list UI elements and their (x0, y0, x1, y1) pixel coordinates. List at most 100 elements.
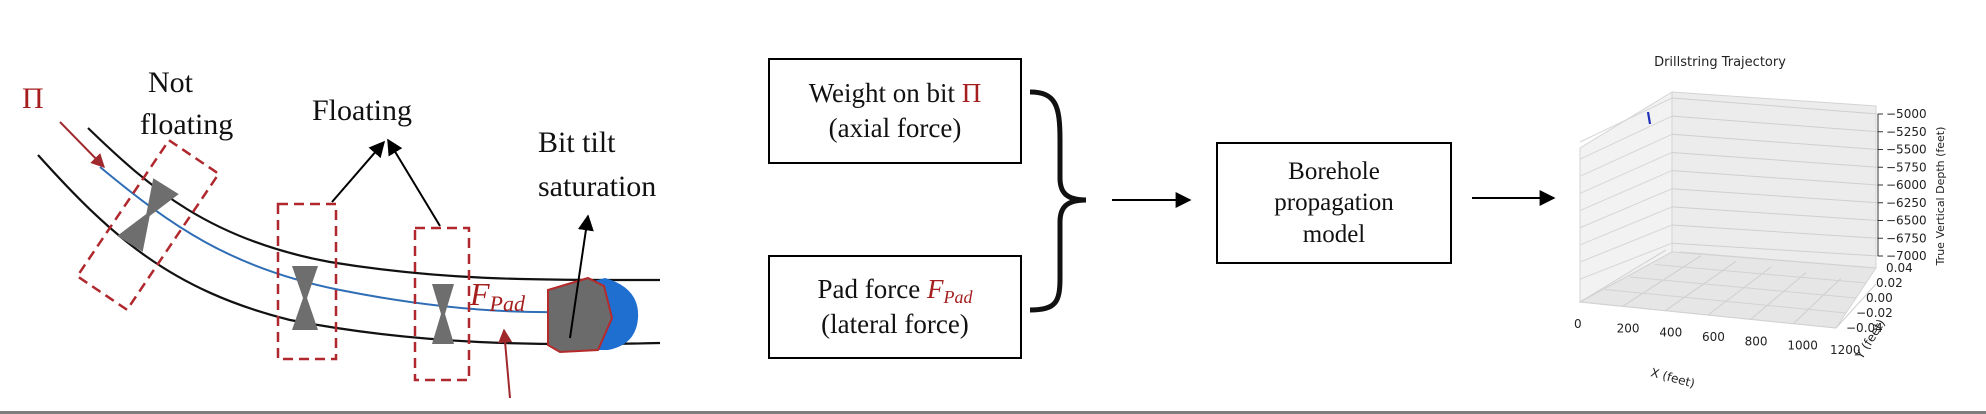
f-pad-label: FPad (469, 276, 526, 316)
z-tick-label: −6000 (1886, 178, 1927, 192)
bit-tilt-label-line1: Bit tilt (538, 126, 616, 159)
pad-sub-symbol: Pad (943, 286, 973, 307)
x-gridline (1792, 277, 1842, 325)
y-tick-label: 0.04 (1886, 261, 1913, 275)
z-gridline (1671, 151, 1879, 168)
z-gridline-side (1579, 151, 1673, 194)
y-gridline (1654, 264, 1867, 284)
wob-line1: Weight on bit Π (809, 76, 982, 111)
model-line2: propagation (1274, 189, 1394, 217)
stabilizer-floating-2 (432, 284, 454, 344)
model-line3: model (1302, 220, 1366, 248)
pad-f-symbol: F (926, 273, 944, 304)
not-floating-label-line2: floating (140, 108, 233, 141)
not-floating-box (75, 138, 221, 312)
z-gridline (1671, 115, 1879, 133)
z-gridline (1671, 224, 1879, 239)
borehole-model-box: Borehole propagation model (1216, 142, 1452, 264)
bit-tilt-label-line2: saturation (538, 170, 656, 203)
z-tick-label: −6250 (1886, 196, 1927, 210)
plot-title: Drillstring Trajectory (1654, 55, 1786, 70)
x-axis-label: X (feet) (1649, 365, 1696, 390)
x-gridline (1707, 266, 1772, 316)
flow-connectors (1029, 89, 1556, 313)
pad-text: Pad force (817, 273, 927, 304)
floating-box-2 (413, 226, 471, 382)
curly-brace (1029, 89, 1087, 313)
y-tick-label: −0.02 (1856, 306, 1893, 320)
x-tick-label: 1000 (1787, 339, 1818, 353)
x-gridline (1579, 249, 1667, 303)
z-axis-ticks: −5000 −5250 −5500 −5750 −6000 −6250 −6500 −6750… (1877, 107, 1927, 263)
model-line1: Borehole (1288, 158, 1380, 186)
drillstring-axis (99, 166, 561, 314)
pi-symbol-label: Π (22, 82, 44, 115)
borehole-wall-upper (87, 127, 661, 282)
y-gridline (1579, 301, 1837, 329)
y-gridline (1679, 251, 1877, 269)
wob-line2: (axial force) (828, 113, 962, 143)
y-tick-label: 0.00 (1866, 291, 1893, 305)
z-gridline-side (1579, 97, 1673, 143)
x-tick-label: 600 (1702, 330, 1725, 344)
trajectory-line (1646, 111, 1652, 125)
floating-arrow-1 (331, 140, 386, 203)
floating-arrow-2 (387, 138, 441, 227)
y-tick-label: 0.02 (1876, 276, 1903, 290)
pad-force-arrow (498, 328, 513, 399)
stabilizer-not-floating (117, 178, 179, 252)
x-tick-label: 200 (1617, 321, 1640, 335)
y-tick-label: −0.04 (1846, 321, 1883, 335)
z-gridline-side (1579, 133, 1673, 177)
z-gridline (1671, 97, 1879, 115)
z-gridline (1671, 170, 1879, 186)
x-tick-label: 800 (1745, 334, 1768, 348)
pad-line2: (lateral force) (821, 309, 969, 339)
z-gridline-side (1579, 170, 1673, 212)
floating-box-1 (276, 202, 338, 361)
z-tick-label: −5750 (1886, 160, 1927, 174)
z-gridline-side (1579, 188, 1673, 229)
z-gridline-side (1579, 224, 1673, 263)
floating-label: Floating (312, 94, 412, 127)
z-tick-label: −5500 (1886, 143, 1927, 157)
x-tick-label: 400 (1659, 326, 1682, 340)
z-gridline (1671, 188, 1879, 204)
wob-pi-symbol: Π (961, 77, 982, 108)
plot-grid (1579, 97, 1879, 329)
stabilizer-floating-1 (292, 266, 318, 330)
wob-text: Weight on bit (808, 77, 962, 108)
bit-tilt-arrow (569, 214, 594, 339)
pad-force-box: Pad force FPad (lateral force) (768, 255, 1022, 359)
z-axis-label: True Vertical Depth (feet) (1934, 127, 1947, 267)
z-gridline-side (1579, 206, 1673, 246)
y-gridline (1604, 289, 1847, 314)
x-tick-label: 0 (1574, 317, 1582, 331)
trajectory-plot: Drillstring Trajectory −5000−5250−5500−5… (1574, 55, 1947, 391)
z-tick-label: −6500 (1886, 214, 1927, 228)
y-axis-ticks: −0.04−0.020.000.020.04 (1846, 261, 1913, 335)
drill-bit (547, 276, 639, 354)
x-tick-label: 1200 (1830, 343, 1861, 357)
z-tick-label: −5000 (1886, 107, 1927, 121)
z-tick-label: −5250 (1886, 125, 1927, 139)
bottom-rule (0, 411, 1986, 414)
z-tick-label: −6750 (1886, 231, 1927, 245)
z-gridline-side (1579, 115, 1673, 160)
x-axis-ticks: 0 200 400 600 800 1000 1200 (1574, 317, 1861, 357)
z-gridline (1671, 242, 1879, 257)
z-tick-label: −7000 (1886, 249, 1927, 263)
z-gridline (1671, 133, 1879, 150)
pad-line1: Pad force FPad (818, 272, 973, 307)
x-gridline (1622, 255, 1702, 307)
weight-on-bit-box: Weight on bit Π (axial force) (768, 58, 1022, 164)
x-gridline (1665, 260, 1737, 312)
z-gridline-side (1579, 242, 1673, 280)
not-floating-label-line1: Not (148, 66, 194, 99)
borehole-schematic: Π Not floating Floating Bit tilt saturat… (22, 66, 661, 399)
pi-force-arrow (59, 121, 105, 169)
x-gridline (1750, 272, 1807, 320)
z-gridline (1671, 206, 1879, 221)
x-gridline (1835, 283, 1877, 329)
